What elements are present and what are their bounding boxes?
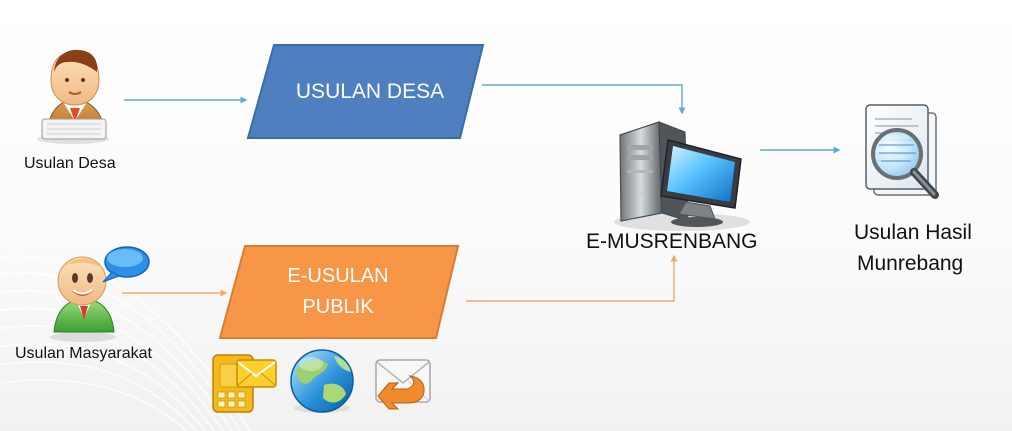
e-usulan-box-label-line2: PUBLIK bbox=[302, 296, 374, 318]
e-usulan-box-label-line1: E-USULAN bbox=[287, 265, 389, 287]
usulan-hasil-label-line1: Usulan Hasil bbox=[854, 221, 972, 244]
usulan-desa-box bbox=[246, 44, 485, 139]
usulan-desa-box-label: USULAN DESA bbox=[295, 80, 445, 103]
usulan-hasil-label-line2: Munrebang bbox=[857, 252, 964, 275]
computer-server-icon bbox=[614, 121, 750, 231]
e-musrenbang-label: E-MUSRENBANG bbox=[586, 230, 758, 253]
usulan-desa-person-label: Usulan Desa bbox=[24, 155, 116, 172]
e-usulan-publik-box bbox=[218, 245, 460, 339]
smiling-person-speech-icon bbox=[50, 246, 150, 342]
flow-arrows bbox=[122, 84, 841, 302]
document-magnifier-icon bbox=[865, 104, 939, 199]
sim-card-mail-icon bbox=[212, 354, 277, 413]
globe-icon bbox=[290, 349, 354, 413]
usulan-masyarakat-person-label: Usulan Masyarakat bbox=[15, 345, 152, 362]
person-at-computer-icon bbox=[37, 49, 109, 144]
mail-reply-icon bbox=[375, 359, 431, 410]
